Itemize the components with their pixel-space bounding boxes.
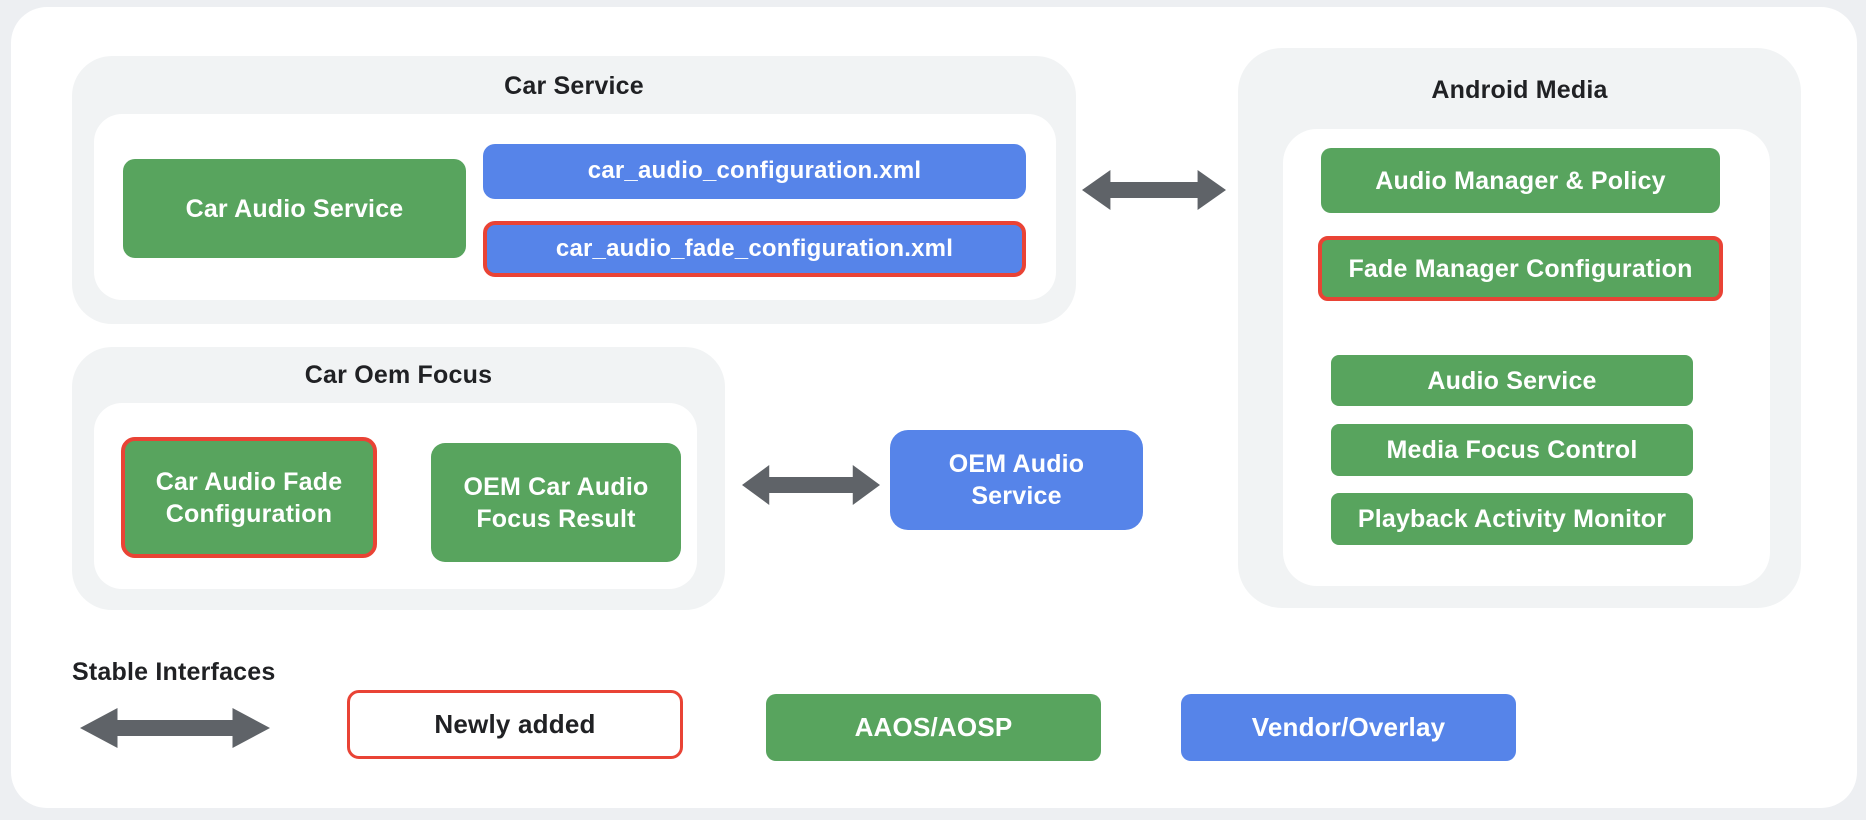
oem-audio-service-box: OEM Audio Service (890, 430, 1143, 530)
aaos-aosp-legend-box: AAOS/AOSP (766, 694, 1101, 761)
oem-car-audio-focus-result-box: OEM Car Audio Focus Result (431, 443, 681, 562)
vendor-overlay-legend-box: Vendor/Overlay (1181, 694, 1516, 761)
audio-manager-policy-box: Audio Manager & Policy (1321, 148, 1720, 213)
car-oem-focus-section: Car Oem Focus Car Audio Fade Configurati… (72, 347, 725, 610)
car-audio-fade-configuration-xml-box: car_audio_fade_configuration.xml (483, 221, 1026, 277)
android-media-section: Android Media Audio Manager & Policy Fad… (1238, 48, 1801, 608)
car-service-title: Car Service (504, 72, 644, 100)
car-service-panel: Car Audio Service car_audio_configuratio… (94, 114, 1056, 300)
car-service-section: Car Service Car Audio Service car_audio_… (72, 56, 1076, 324)
playback-activity-monitor-box: Playback Activity Monitor (1331, 493, 1693, 545)
fade-manager-configuration-box: Fade Manager Configuration (1318, 236, 1723, 301)
car-audio-fade-configuration-box: Car Audio Fade Configuration (121, 437, 377, 558)
android-media-title: Android Media (1431, 76, 1608, 104)
car-oem-focus-panel: Car Audio Fade Configuration OEM Car Aud… (94, 403, 697, 589)
stable-interfaces-label: Stable Interfaces (72, 658, 276, 686)
android-media-panel: Audio Manager & Policy Fade Manager Conf… (1283, 129, 1770, 586)
double-arrow-icon (1082, 167, 1226, 213)
audio-service-box: Audio Service (1331, 355, 1693, 406)
car-oem-focus-title: Car Oem Focus (304, 361, 493, 389)
double-arrow-icon (742, 462, 880, 508)
newly-added-legend-box: Newly added (347, 690, 683, 759)
car-audio-service-box: Car Audio Service (123, 159, 466, 258)
media-focus-control-box: Media Focus Control (1331, 424, 1693, 476)
car-audio-configuration-xml-box: car_audio_configuration.xml (483, 144, 1026, 199)
double-arrow-icon (80, 705, 270, 751)
